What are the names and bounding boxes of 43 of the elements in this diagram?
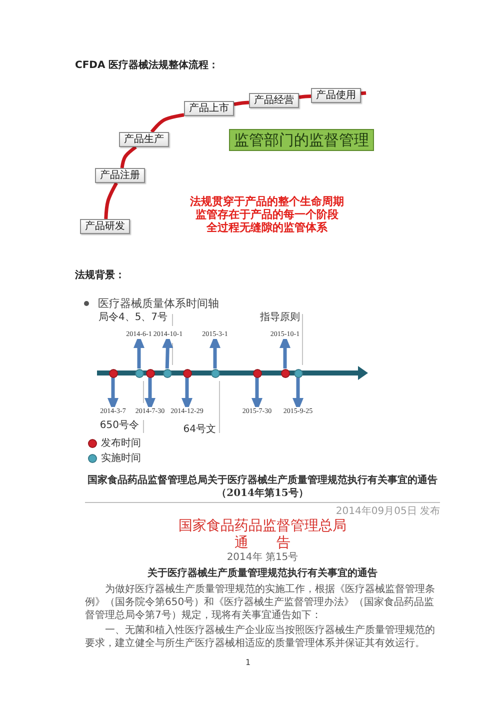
group-label: 650号令 bbox=[100, 420, 139, 431]
timeline-dot bbox=[294, 368, 302, 378]
slogan-text: 监管存在于产品的每一个阶段 bbox=[196, 208, 338, 221]
chart-heading: 医疗器械质量体系时间轴 bbox=[98, 297, 219, 310]
section-heading: 法规背景： bbox=[75, 270, 125, 282]
legend-label: 实施时间 bbox=[101, 453, 141, 464]
notice-paragraph: 一、无菌和植入性医疗器械生产企业应当按照医疗器械生产质量管理规范的要求，建立健全与所生产医疗器械相适应的质量管理体系并保证其有效运行。 bbox=[85, 624, 436, 650]
group-label: 64号文 bbox=[183, 424, 216, 435]
notice-title: 国家食品药品监督管理总局关于医疗器械生产质量管理规范执行有关事宜的通告（2014年第15号） bbox=[86, 474, 438, 500]
publish-date: 2014年09月05日 发布 bbox=[336, 506, 440, 518]
stage-box: 产品经营 bbox=[249, 93, 299, 108]
stage-box: 产品生产 bbox=[119, 132, 169, 147]
timeline-dot bbox=[280, 368, 290, 378]
curve-line bbox=[298, 94, 312, 99]
stage-box: 产品上市 bbox=[184, 101, 234, 116]
legend-label: 发布时间 bbox=[101, 438, 141, 449]
group-label: 局令4、5、7号 bbox=[98, 312, 168, 323]
notice-paragraph: 为做好医疗器械生产质量管理规范的实施工作，根据《医疗器械监督管理条例》（国务院令第650号）和《医疗器械生产监督管理办法》（国家食品药品监督管理总局令第7号）规定，现将有关事宜通告如下： bbox=[85, 583, 436, 622]
page-number: 1 bbox=[245, 658, 251, 668]
curve-line bbox=[150, 113, 184, 134]
notice-subject: 关于医疗器械生产质量管理规范执行有关事宜的通告 bbox=[148, 567, 378, 580]
stage-box: 产品研发 bbox=[80, 219, 130, 234]
slogan-text: 法规贯穿于产品的整个生命周期 bbox=[190, 195, 344, 208]
timeline-dot bbox=[134, 368, 144, 378]
timeline-dot bbox=[162, 368, 172, 378]
curve-line bbox=[104, 182, 118, 220]
notice-header: 国家食品药品监督管理总局 bbox=[178, 518, 346, 535]
timeline-dot bbox=[108, 368, 118, 378]
timeline-dot bbox=[210, 368, 220, 378]
timeline-dot bbox=[182, 368, 192, 378]
timeline-dot bbox=[252, 368, 262, 378]
notice-header: 通 告 bbox=[234, 535, 290, 552]
stage-box: 产品使用 bbox=[311, 88, 361, 103]
curve-line bbox=[234, 100, 250, 106]
slogan-text: 全过程无缝隙的监管体系 bbox=[206, 221, 328, 234]
timeline-dot bbox=[146, 368, 154, 378]
curve-line bbox=[360, 91, 366, 96]
curve-line bbox=[120, 146, 137, 168]
page-heading: CFDA 医疗器械法规整体流程： bbox=[75, 60, 219, 72]
notice-number: 2014年 第15号 bbox=[226, 552, 298, 564]
stage-box: 产品注册 bbox=[95, 168, 145, 183]
supervision-banner: 监管部门的监督管理 bbox=[229, 129, 374, 151]
group-label: 指导原则 bbox=[260, 312, 300, 323]
